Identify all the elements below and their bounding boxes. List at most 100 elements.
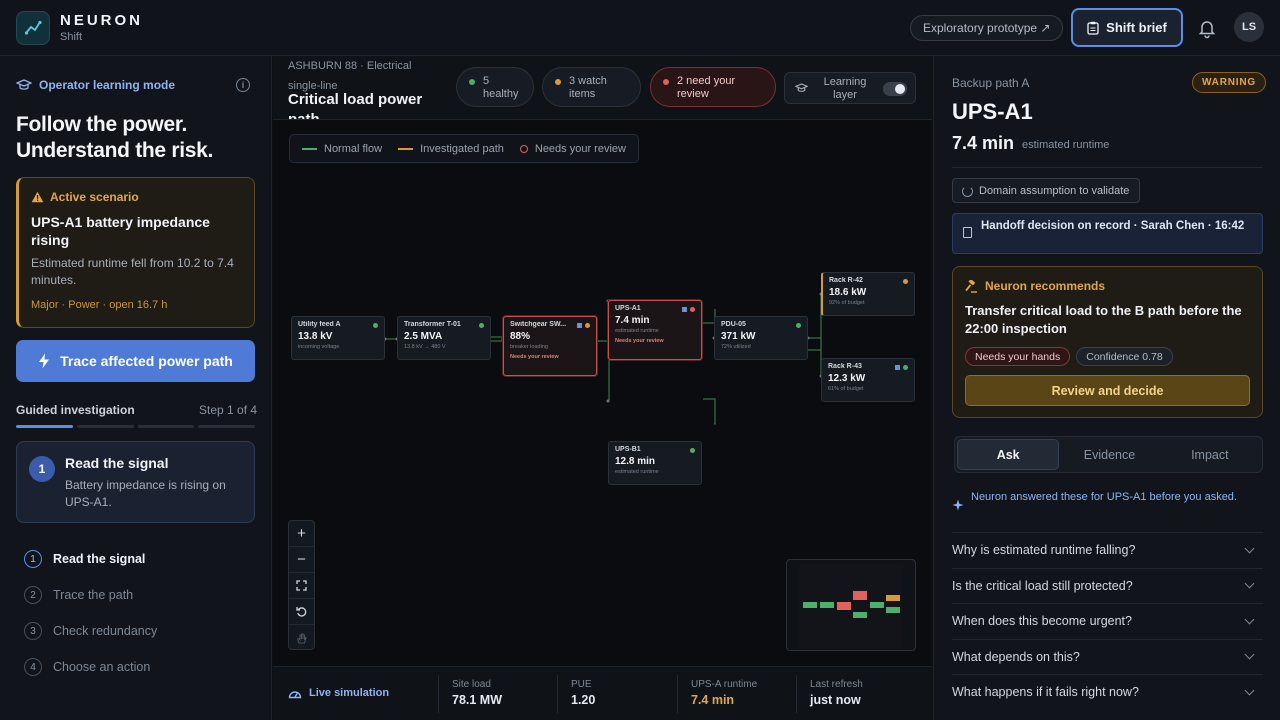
node-utility-feed[interactable]: Utility feed A 13.8 kV incoming voltage — [291, 316, 385, 360]
trace-power-path-button[interactable]: Trace affected power path — [16, 340, 255, 382]
status-dot — [585, 323, 590, 328]
status-dot — [796, 323, 801, 328]
legend-line — [302, 147, 317, 150]
recommendation-card: Neuron recommends Transfer critical load… — [952, 266, 1263, 418]
tab-impact[interactable]: Impact — [1191, 447, 1229, 462]
legend-label: Needs your review — [534, 142, 626, 155]
reset-view-button[interactable] — [289, 599, 314, 625]
tab-ask[interactable]: Ask — [957, 439, 1060, 470]
lock-view-button[interactable] — [289, 625, 314, 651]
shift-brief-button[interactable]: Shift brief — [1071, 8, 1183, 47]
info-icon[interactable]: i — [236, 78, 250, 92]
question-item[interactable]: Is the critical load still protected? — [952, 567, 1263, 604]
port — [606, 399, 610, 403]
runtime-value: 7.4 min — [952, 133, 1015, 153]
detail-tabs: Ask Evidence Impact — [954, 436, 1263, 473]
minimap[interactable] — [786, 559, 916, 651]
metric-value: 7.4 min — [691, 693, 735, 707]
zoom-in-button[interactable]: + — [289, 521, 314, 547]
chevron-down-icon — [1244, 543, 1255, 554]
node-subtext: 13.8 kV → 480 V — [404, 344, 446, 350]
learning-layer-label: Learning layer — [823, 76, 867, 101]
step-label: Choose an action — [53, 660, 151, 674]
learning-layer-toggle[interactable]: Learning layer — [784, 72, 916, 104]
current-step-description: Battery impedance is rising on UPS-A1. — [65, 478, 226, 509]
node-subtext: incoming voltage — [298, 344, 340, 350]
metric-ups-runtime: UPS-A runtime 7.4 min — [677, 675, 757, 713]
node-subtext: 72% utilized — [721, 344, 751, 350]
metric-label: UPS-A runtime — [691, 679, 758, 690]
learning-marker — [577, 323, 582, 328]
node-subtext: 92% of budget — [829, 300, 865, 306]
handoff-record[interactable]: Handoff decision on record · Sarah Chen … — [952, 213, 1263, 254]
question-item[interactable]: What happens if it fails right now? — [952, 674, 1263, 710]
status-healthy-pill[interactable]: 5 healthy — [456, 67, 534, 107]
question-text: Is the critical load still protected? — [952, 578, 1133, 593]
node-label: UPS-B1 — [615, 446, 641, 453]
review-label: 2 need your review — [677, 75, 736, 100]
question-item[interactable]: Why is estimated runtime falling? — [952, 532, 1263, 568]
avatar[interactable]: LS — [1234, 12, 1264, 42]
status-dot — [690, 307, 695, 312]
diagram-legend: Normal flow Investigated path Needs your… — [289, 134, 639, 163]
scenario-description: Estimated runtime fell from 10.2 to 7.4 … — [31, 256, 234, 287]
single-line-diagram[interactable]: Utility feed A 13.8 kV incoming voltage … — [273, 166, 932, 666]
step-number: 1 — [24, 550, 42, 568]
sparkle-icon — [952, 499, 964, 511]
gauge-icon — [288, 690, 302, 698]
node-pdu-05[interactable]: PDU-05 371 kW 72% utilized — [714, 316, 808, 360]
toggle-switch[interactable] — [883, 82, 907, 96]
mode-label: Operator learning mode — [39, 78, 176, 92]
status-watch-pill[interactable]: 3 watch items — [542, 67, 641, 107]
node-transformer[interactable]: Transformer T-01 2.5 MVA 13.8 kV → 480 V — [397, 316, 491, 360]
review-and-decide-button[interactable]: Review and decide — [965, 375, 1250, 406]
node-rack-r43[interactable]: Rack R-43 12.3 kW 61% of budget — [821, 358, 915, 402]
question-item[interactable]: What depends on this? — [952, 638, 1263, 675]
node-label: Transformer T-01 — [404, 321, 461, 328]
learning-marker — [682, 307, 687, 312]
step-number: 2 — [24, 586, 42, 604]
progress-segment — [16, 425, 73, 428]
detail-title: UPS-A1 — [952, 99, 1033, 124]
question-item[interactable]: When does this become urgent? — [952, 603, 1263, 639]
step-label: Read the signal — [53, 552, 146, 566]
prototype-link[interactable]: Exploratory prototype ↗ — [910, 15, 1064, 41]
metric-label: PUE — [571, 679, 592, 690]
current-step-title: Read the signal — [65, 455, 169, 471]
node-ups-a1[interactable]: UPS-A1 7.4 min estimated runtime Needs y… — [608, 300, 702, 360]
assumption-label: Domain assumption to validate — [979, 184, 1130, 197]
node-switchgear[interactable]: Switchgear SW... 88% breaker loading Nee… — [503, 316, 597, 376]
legend-review: Needs your review — [519, 142, 626, 155]
progress-segment — [198, 425, 255, 428]
step-item[interactable]: 1 Read the signal — [24, 541, 254, 577]
assumption-chip[interactable]: Domain assumption to validate — [952, 178, 1141, 203]
status-dot — [903, 279, 908, 284]
node-value: 12.3 kW — [828, 373, 866, 384]
node-value: 18.6 kW — [829, 287, 867, 298]
node-value: 2.5 MVA — [404, 331, 443, 342]
minimap-overview — [799, 564, 903, 648]
status-review-pill[interactable]: 2 need your review — [650, 67, 776, 107]
bell-icon[interactable] — [1196, 17, 1218, 39]
node-rack-r42[interactable]: Rack R-42 18.6 kW 92% of budget — [821, 272, 915, 316]
node-label: Switchgear SW... — [510, 321, 567, 328]
connector — [703, 398, 716, 425]
chevron-down-icon — [1244, 685, 1255, 696]
metric-site-load: Site load 78.1 MW — [438, 675, 502, 713]
graduation-cap-icon — [795, 83, 808, 92]
node-ups-b1[interactable]: UPS-B1 12.8 min estimated runtime — [608, 441, 702, 485]
connector — [808, 294, 822, 339]
runtime-label: estimated runtime — [1022, 139, 1110, 151]
live-label: Live simulation — [309, 687, 390, 699]
tab-evidence[interactable]: Evidence — [1083, 447, 1136, 462]
live-simulation[interactable]: Live simulation — [288, 687, 389, 699]
logo-icon — [16, 11, 50, 45]
status-badge: WARNING — [1192, 72, 1266, 93]
fit-view-button[interactable] — [289, 573, 314, 599]
zoom-out-button[interactable]: − — [289, 547, 314, 573]
node-value: 7.4 min — [615, 315, 650, 326]
